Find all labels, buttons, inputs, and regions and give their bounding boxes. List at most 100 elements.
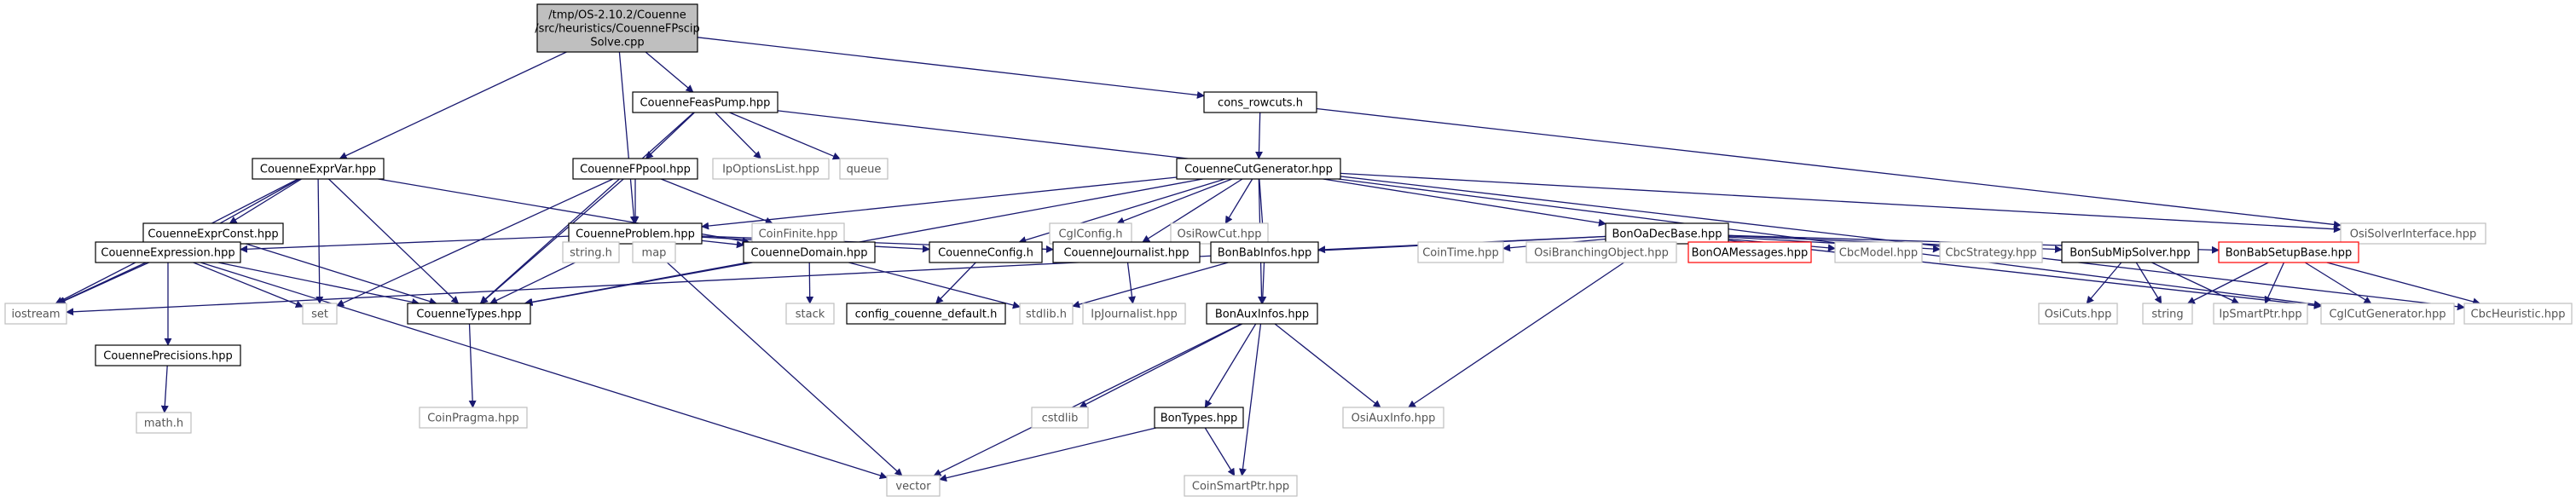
node-cutgen[interactable]: CouenneCutGenerator.hpp bbox=[1176, 158, 1341, 180]
node-box bbox=[4, 303, 67, 325]
node-box bbox=[562, 241, 620, 263]
edge-cutgen-to-cglcutgen bbox=[1338, 178, 2322, 309]
node-journalist[interactable]: CouenneJournalist.hpp bbox=[1052, 241, 1201, 263]
edge-cutgen-to-problem bbox=[701, 176, 1178, 230]
node-config[interactable]: CouenneConfig.h bbox=[929, 241, 1043, 263]
node-label: CouenneConfig.h bbox=[938, 247, 1033, 260]
node-box bbox=[1019, 303, 1074, 325]
node-label: CoinFinite.hpp bbox=[759, 228, 838, 241]
node-box bbox=[1052, 241, 1201, 263]
node-box bbox=[2463, 303, 2573, 325]
node-label: set bbox=[311, 309, 328, 321]
edge-fppool-to-coinfinite bbox=[660, 178, 773, 225]
node-iostream: iostream bbox=[4, 303, 67, 325]
node-box bbox=[846, 303, 1006, 325]
node-box bbox=[785, 303, 835, 325]
node-bonsubmip[interactable]: BonSubMipSolver.hpp bbox=[2061, 241, 2199, 263]
edge-domain-to-stdlib bbox=[848, 262, 1021, 309]
node-label: CouenneFPpool.hpp bbox=[580, 164, 691, 176]
node-fppool[interactable]: CouenneFPpool.hpp bbox=[572, 158, 698, 180]
node-precisions[interactable]: CouennePrecisions.hpp bbox=[95, 344, 241, 366]
node-root[interactable]: /tmp/OS-2.10.2/Couenne/src/heuristics/Co… bbox=[535, 3, 700, 53]
edge-feaspump-to-cbcheur bbox=[777, 110, 2465, 311]
node-types[interactable]: CouenneTypes.hpp bbox=[407, 303, 531, 325]
node-cbcstrategy: CbcStrategy.hpp bbox=[1939, 241, 2043, 263]
node-box bbox=[2218, 241, 2359, 263]
node-box bbox=[632, 91, 779, 113]
node-bontypes[interactable]: BonTypes.hpp bbox=[1154, 407, 1244, 429]
node-bonauxinfos[interactable]: BonAuxInfos.hpp bbox=[1206, 303, 1318, 325]
node-label: OsiAuxInfo.hpp bbox=[1352, 413, 1436, 425]
node-box bbox=[302, 303, 338, 325]
edge-cutgen-to-osisolver bbox=[1340, 172, 2342, 234]
node-bonoamsg[interactable]: BonOAMessages.hpp bbox=[1687, 241, 1812, 263]
node-box bbox=[743, 241, 876, 263]
edge-cutgen-to-cglconfig bbox=[1116, 178, 1233, 225]
node-coinsmartptr: CoinSmartPtr.hpp bbox=[1184, 475, 1298, 497]
node-box bbox=[572, 158, 698, 180]
edge-expression-to-iostream bbox=[56, 262, 147, 304]
node-cointime: CoinTime.hpp bbox=[1417, 241, 1504, 263]
node-box bbox=[142, 222, 284, 245]
node-vector: vector bbox=[886, 475, 941, 497]
node-label: CouenneExprVar.hpp bbox=[260, 164, 376, 176]
edge-bontypes-to-vector bbox=[939, 427, 1156, 482]
edge-problem-to-domain bbox=[701, 239, 744, 249]
node-label: CouenneDomain.hpp bbox=[750, 247, 867, 260]
node-expression[interactable]: CouenneExpression.hpp bbox=[95, 241, 241, 263]
edge-config-to-configdef bbox=[935, 262, 976, 304]
node-bonoadec[interactable]: BonOaDecBase.hpp bbox=[1605, 222, 1729, 245]
edge-cutgen-to-journalist bbox=[1142, 178, 1243, 243]
file-nodes[interactable]: /tmp/OS-2.10.2/Couenne/src/heuristics/Co… bbox=[4, 3, 2573, 497]
node-label: IpJournalist.hpp bbox=[1091, 309, 1177, 321]
edge-root-to-problem bbox=[618, 51, 638, 224]
node-box bbox=[1525, 241, 1677, 263]
node-box bbox=[632, 241, 676, 263]
edge-exprvar-to-set bbox=[315, 178, 324, 304]
node-box bbox=[1203, 91, 1317, 113]
node-label: CoinPragma.hpp bbox=[427, 413, 519, 425]
edge-fppool-to-set bbox=[336, 178, 614, 307]
node-bonbabsetup[interactable]: BonBabSetupBase.hpp bbox=[2218, 241, 2359, 263]
node-cglcutgen: CglCutGenerator.hpp bbox=[2320, 303, 2455, 325]
node-coinfinite: CoinFinite.hpp bbox=[751, 222, 845, 245]
node-box bbox=[1170, 222, 1269, 245]
node-ipopts: IpOptionsList.hpp bbox=[712, 158, 830, 180]
node-label: CouenneFeasPump.hpp bbox=[640, 97, 771, 110]
node-box bbox=[1206, 303, 1318, 325]
node-label: OsiSolverInterface.hpp bbox=[2350, 228, 2477, 241]
node-problem[interactable]: CouenneProblem.hpp bbox=[568, 222, 703, 245]
node-consrow[interactable]: cons_rowcuts.h bbox=[1203, 91, 1317, 113]
node-exprvar[interactable]: CouenneExprVar.hpp bbox=[252, 158, 385, 180]
node-box bbox=[95, 344, 241, 366]
node-box bbox=[2213, 303, 2308, 325]
edge-feaspump-to-types bbox=[479, 112, 695, 304]
node-cbcheur: CbcHeuristic.hpp bbox=[2463, 303, 2573, 325]
node-box bbox=[1082, 303, 1186, 325]
node-stack: stack bbox=[785, 303, 835, 325]
node-configdef[interactable]: config_couenne_default.h bbox=[846, 303, 1006, 325]
node-box bbox=[1939, 241, 2043, 263]
edge-precisions-to-mathh bbox=[160, 365, 169, 413]
edge-exprvar-to-types bbox=[328, 178, 460, 304]
node-label: OsiCuts.hpp bbox=[2045, 309, 2112, 321]
node-exprconst[interactable]: CouenneExprConst.hpp bbox=[142, 222, 284, 245]
node-domain[interactable]: CouenneDomain.hpp bbox=[743, 241, 876, 263]
node-box bbox=[839, 158, 889, 180]
node-osibranch: OsiBranchingObject.hpp bbox=[1525, 241, 1677, 263]
edge-expression-to-vector bbox=[200, 262, 888, 480]
node-mathh: math.h bbox=[136, 412, 192, 434]
node-label: IpSmartPtr.hpp bbox=[2219, 309, 2301, 321]
edge-bonbabinfos-to-bonauxinfos bbox=[1259, 262, 1267, 304]
node-label: config_couenne_default.h bbox=[855, 309, 998, 321]
node-label: /src/heuristics/CouenneFPscip bbox=[535, 23, 700, 36]
node-label: BonOAMessages.hpp bbox=[1692, 247, 1809, 260]
node-feaspump[interactable]: CouenneFeasPump.hpp bbox=[632, 91, 779, 113]
node-box bbox=[1417, 241, 1504, 263]
node-bonbabinfos[interactable]: BonBabInfos.hpp bbox=[1210, 241, 1319, 263]
node-osisolver: OsiSolverInterface.hpp bbox=[2340, 222, 2486, 245]
edge-bonbabinfos-to-stdlib bbox=[1072, 262, 1229, 309]
node-cstdlib: cstdlib bbox=[1031, 407, 1089, 429]
edge-domain-to-types bbox=[524, 262, 753, 306]
